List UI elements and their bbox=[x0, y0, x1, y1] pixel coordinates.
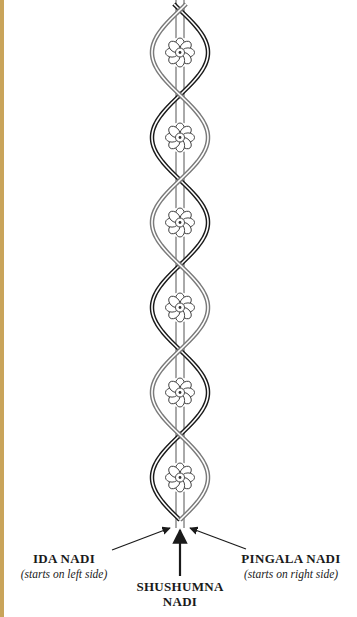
chakra-flower bbox=[165, 293, 195, 323]
leader-arrow bbox=[112, 528, 170, 550]
leader-arrow bbox=[190, 528, 246, 549]
leader-arrow bbox=[179, 530, 181, 576]
label-slot: IDA NADI bbox=[6, 551, 122, 566]
channel-name: PINGALA NADI bbox=[232, 551, 350, 566]
channel-name: IDA NADI bbox=[6, 551, 122, 566]
chakra-flower bbox=[165, 38, 195, 68]
label-slot: (starts on right side) bbox=[232, 567, 350, 581]
label-slot: PINGALA NADI bbox=[232, 551, 350, 566]
channel-name: SHUSHUMNA NADI bbox=[132, 579, 228, 609]
channel-note: (starts on left side) bbox=[6, 567, 122, 581]
edge-bar bbox=[0, 0, 4, 617]
channel-note: (starts on right side) bbox=[232, 567, 350, 581]
chakra-flower bbox=[165, 123, 195, 153]
chakra-flower bbox=[165, 463, 195, 493]
ida-channel bbox=[152, 4, 208, 520]
chakra-flower bbox=[165, 378, 195, 408]
ida-channel bbox=[152, 4, 208, 520]
label-slot: SHUSHUMNA NADI bbox=[132, 579, 228, 609]
chakra-flower bbox=[165, 208, 195, 238]
pingala-channel bbox=[152, 4, 208, 520]
label-slot: (starts on left side) bbox=[6, 567, 122, 581]
pingala-channel bbox=[152, 4, 208, 520]
